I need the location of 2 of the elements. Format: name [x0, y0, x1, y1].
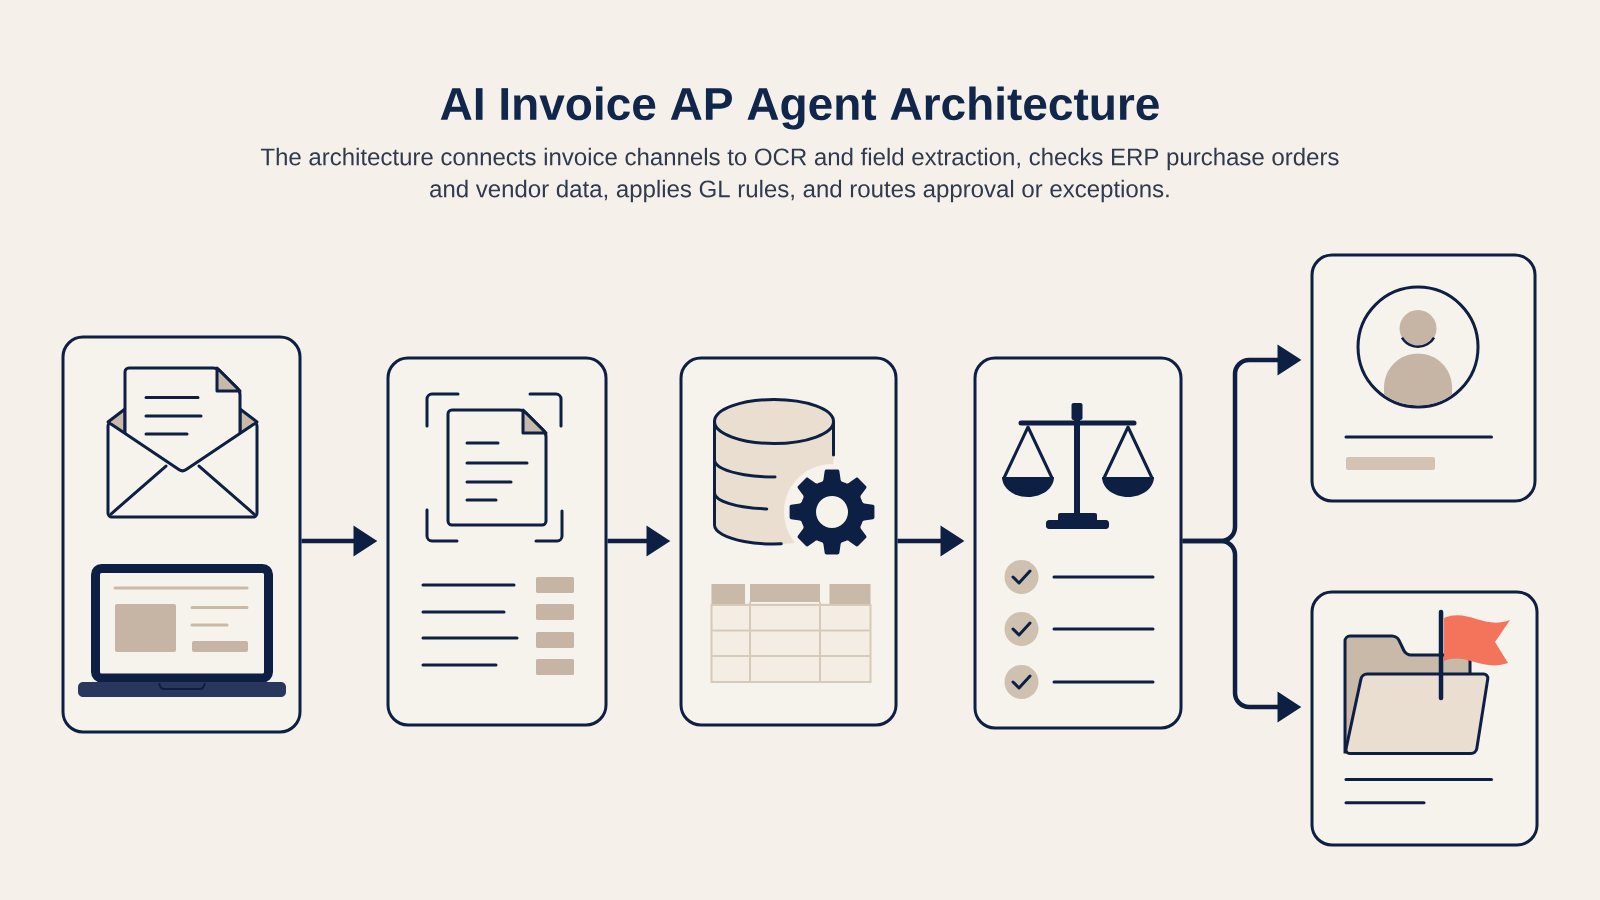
- subtitle: The architecture connects invoice channels to OCR and field extraction, checks ERP purchase orders and vendor data, applies GL rules, and routes approval or exceptions.: [260, 147, 1339, 203]
- title: AI Invoice AP Agent Architecture: [440, 86, 1159, 130]
